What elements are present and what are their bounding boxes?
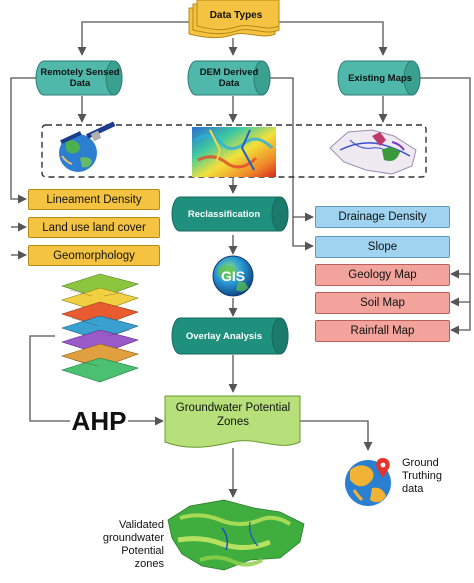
arrow-to-maps: [272, 21, 388, 56]
dem-cylinder-shape: [187, 60, 271, 96]
gw-zones-shape: [164, 395, 301, 448]
geomorphology-box: Geomorphology: [28, 245, 160, 266]
overlay-analysis-label: Overlay Analysis: [185, 330, 263, 342]
maps-cylinder-shape: [337, 60, 421, 96]
lineament-density-box: Lineament Density: [28, 189, 160, 210]
ground-truth-globe-icon: [345, 458, 391, 506]
gis-label: GIS: [220, 268, 246, 284]
arrow-ahp-loop: [29, 335, 70, 422]
ground-truthing-label: Ground Truthing data: [402, 456, 442, 495]
arrow-geology: [420, 77, 471, 279]
slope-box: Slope: [315, 236, 450, 258]
validated-label: Validated groundwater Potential zones: [102, 519, 164, 570]
validated-map-icon: [167, 499, 305, 571]
reclass-cylinder-shape: [171, 196, 289, 232]
gis-globe-icon: [212, 255, 254, 297]
overlay-cylinder-shape: [171, 317, 289, 355]
arrow-soil: [450, 274, 471, 307]
arrow-drainage: [270, 77, 314, 222]
rainfall-map-box: Rainfall Map: [315, 320, 450, 342]
stacked-layers-icon: [61, 273, 139, 383]
remote-sensed-label: Remotely Sensed Data: [40, 67, 120, 89]
ahp-label: AHP: [71, 405, 127, 436]
soil-map-box: Soil Map: [315, 292, 450, 314]
arrow-slope: [292, 217, 314, 251]
land-use-box: Land use land cover: [28, 217, 160, 238]
connectors: [10, 21, 471, 498]
dem-raster-icon: [192, 127, 276, 177]
existing-maps-label: Existing Maps: [348, 72, 412, 84]
drainage-map-icon: [329, 129, 417, 175]
remote-cylinder-shape: [35, 60, 123, 96]
data-types-label: Data Types: [209, 9, 263, 21]
arrow-to-ground: [300, 420, 373, 451]
drainage-density-box: Drainage Density: [315, 206, 450, 228]
arrow-lineament: [10, 77, 44, 204]
data-types-node: [188, 0, 280, 39]
reclassification-label: Reclassification: [187, 208, 261, 220]
gw-zones-label: Groundwater Potential Zones: [175, 402, 291, 428]
arrow-to-remote: [77, 21, 195, 56]
geology-map-box: Geology Map: [315, 264, 450, 286]
arrow-rainfall: [450, 302, 471, 335]
satellite-globe-icon: [59, 121, 116, 172]
dem-derived-label: DEM Derived Data: [199, 67, 259, 89]
